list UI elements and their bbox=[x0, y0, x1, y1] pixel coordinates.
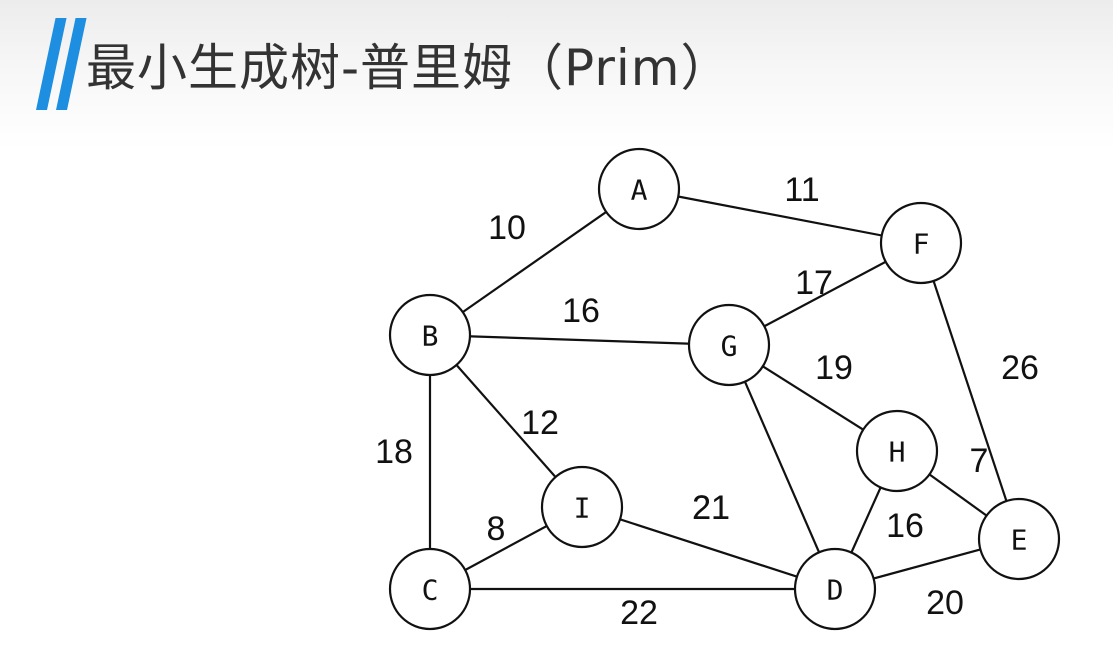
edge-b-g bbox=[429, 333, 730, 347]
node-a: A bbox=[597, 147, 681, 231]
edge-weight-b-c: 18 bbox=[375, 433, 413, 471]
node-label: A bbox=[631, 174, 648, 207]
node-c: C bbox=[388, 547, 472, 631]
node-circle bbox=[793, 547, 877, 631]
edge-weight-b-g: 16 bbox=[562, 292, 600, 330]
edge-a-b bbox=[429, 188, 640, 336]
node-i: I bbox=[540, 465, 624, 549]
edge-i-d bbox=[581, 505, 836, 591]
node-circle bbox=[388, 547, 472, 631]
edge-weight-a-b: 10 bbox=[488, 209, 526, 247]
node-circle bbox=[388, 293, 472, 377]
node-d: D bbox=[793, 547, 877, 631]
node-b: B bbox=[388, 293, 472, 377]
edge-weight-f-e: 26 bbox=[1001, 349, 1039, 387]
page-title: 最小生成树-普里姆（Prim） bbox=[86, 39, 732, 97]
title-bar: 最小生成树-普里姆（Prim） bbox=[24, 14, 731, 114]
edge-g-d bbox=[727, 344, 837, 590]
node-circle bbox=[977, 497, 1061, 581]
node-circle bbox=[597, 147, 681, 231]
edge-weight-i-c: 8 bbox=[487, 510, 506, 548]
edge-weight-a-f: 11 bbox=[784, 171, 819, 209]
node-circle bbox=[879, 201, 963, 285]
edge-weight-d-e: 20 bbox=[926, 584, 964, 622]
edge-weight-f-g: 17 bbox=[795, 264, 833, 302]
node-label: E bbox=[1011, 524, 1028, 557]
edge-weight-b-i: 12 bbox=[521, 404, 559, 442]
node-g: G bbox=[687, 303, 771, 387]
edge-weight-g-d: 21 bbox=[692, 489, 730, 527]
edge-a-f bbox=[638, 187, 922, 245]
node-circle bbox=[687, 303, 771, 387]
edge-weight-h-d: 16 bbox=[886, 507, 924, 545]
node-label: F bbox=[913, 228, 930, 261]
node-label: B bbox=[422, 320, 439, 353]
node-label: D bbox=[827, 574, 844, 607]
edge-weight-c-d: 22 bbox=[620, 594, 658, 632]
node-label: C bbox=[422, 574, 439, 607]
node-f: F bbox=[879, 201, 963, 285]
node-circle bbox=[855, 409, 939, 493]
node-e: E bbox=[977, 497, 1061, 581]
node-label: I bbox=[574, 492, 591, 525]
node-h: H bbox=[855, 409, 939, 493]
edge-weight-i-d: 21 bbox=[692, 489, 730, 527]
edge-weight-h-e: 7 bbox=[970, 442, 989, 480]
edge-weight-g-h: 19 bbox=[815, 349, 853, 387]
nodes-layer: A B C D E F G H I bbox=[388, 147, 1061, 631]
node-label: G bbox=[721, 330, 738, 363]
node-label: H bbox=[889, 436, 906, 469]
edge-f-e bbox=[919, 242, 1021, 540]
node-circle bbox=[540, 465, 624, 549]
